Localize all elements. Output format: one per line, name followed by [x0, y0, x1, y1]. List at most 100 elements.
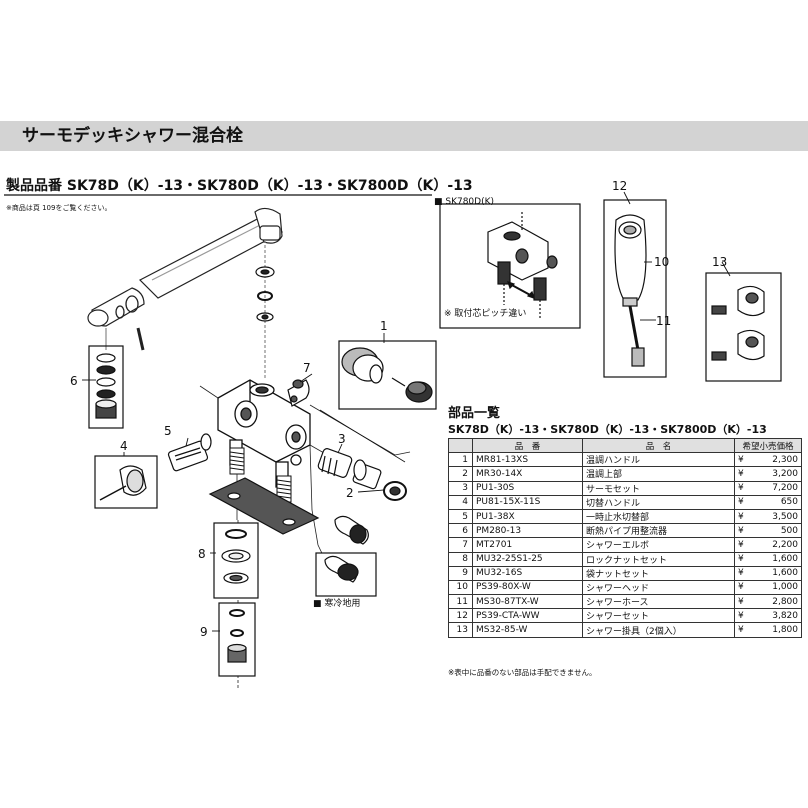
part-6-stack	[88, 328, 124, 429]
currency-symbol: ¥	[738, 454, 744, 465]
part-code: PM280-13	[472, 523, 583, 539]
callout-7: 7	[303, 361, 311, 375]
header-no	[448, 437, 473, 454]
page-banner: サーモデッキシャワー混合栓	[0, 121, 808, 151]
parts-footnote: ※表中に品番のない部品は手配できません。	[448, 668, 597, 677]
currency-symbol: ¥	[738, 525, 744, 536]
currency-symbol: ¥	[738, 625, 744, 636]
part-code: PU1-38X	[472, 508, 583, 525]
price-value: 500	[780, 525, 798, 536]
part-price: ¥3,500	[734, 508, 802, 525]
part-4-handle	[94, 455, 158, 509]
part-price: ¥1,000	[734, 579, 802, 596]
part-8-box	[213, 522, 259, 599]
currency-symbol: ¥	[738, 511, 744, 522]
banner-title: サーモデッキシャワー混合栓	[22, 126, 243, 146]
upper-ring-stack	[255, 240, 275, 380]
part-code: PS39-80X-W	[472, 579, 583, 596]
callout-9: 9	[200, 625, 208, 639]
currency-symbol: ¥	[738, 468, 744, 479]
price-value: 1,600	[772, 568, 798, 579]
price-value: 7,200	[772, 483, 798, 494]
part-1-box	[338, 340, 437, 410]
row-number: 10	[448, 579, 473, 596]
shower-set-box	[603, 199, 667, 378]
header-price: 希望小売価格	[734, 437, 802, 454]
callout-12: 12	[612, 179, 627, 193]
currency-symbol: ¥	[738, 554, 744, 565]
part-name: 袋ナットセット	[582, 565, 735, 581]
callout-2: 2	[346, 486, 354, 500]
parts-list-subtitle: SK78D（K）-13・SK780D（K）-13・SK7800D（K）-13	[448, 423, 767, 436]
part-7-elbow	[287, 379, 310, 407]
header-code: 品 番	[472, 437, 583, 454]
part-name: サーモセット	[582, 480, 735, 496]
currency-symbol: ¥	[738, 582, 744, 593]
hook-box	[705, 272, 782, 382]
part-name: シャワー掛具（2個入）	[582, 622, 735, 638]
currency-symbol: ¥	[738, 596, 744, 607]
callout-1: 1	[380, 319, 388, 333]
callout-8: 8	[198, 547, 206, 561]
price-value: 3,820	[772, 610, 798, 621]
part-5-cartridge	[167, 433, 212, 472]
part-3-thermo-set	[317, 448, 407, 501]
parts-table-header: 品 番 品 名 希望小売価格	[448, 437, 802, 454]
part-code: MU32-25S1-25	[472, 551, 583, 567]
row-number: 5	[448, 508, 473, 525]
cold-region-box	[315, 552, 377, 597]
part-price: ¥3,200	[734, 466, 802, 482]
price-value: 2,800	[772, 596, 798, 607]
part-price: ¥1,600	[734, 551, 802, 567]
row-number: 6	[448, 523, 473, 539]
part-name: シャワーホース	[582, 594, 735, 610]
threaded-posts	[229, 447, 292, 503]
price-value: 650	[780, 497, 798, 508]
part-name: シャワーエルボ	[582, 537, 735, 553]
part-code: MS30-87TX-W	[472, 594, 583, 610]
part-price: ¥2,800	[734, 594, 802, 610]
inset-label: ■ SK780D(K)	[434, 197, 494, 207]
part-name: ロックナットセット	[582, 551, 735, 567]
gasket-plate	[208, 477, 320, 535]
part-price: ¥7,200	[734, 480, 802, 496]
part-name: 断熱パイプ用整流器	[582, 523, 735, 539]
row-number: 3	[448, 480, 473, 496]
part-name: 温調上部	[582, 466, 735, 482]
price-value: 2,200	[772, 539, 798, 550]
part-code: MU32-16S	[472, 565, 583, 581]
parts-list-title: 部品一覧	[448, 406, 501, 421]
row-number: 4	[448, 494, 473, 510]
cold-region-label: ■ 寒冷地用	[313, 597, 360, 609]
currency-symbol: ¥	[738, 539, 744, 550]
price-value: 2,300	[772, 454, 798, 465]
model-label: 製品品番	[6, 178, 62, 194]
price-value: 3,200	[772, 468, 798, 479]
currency-symbol: ¥	[738, 568, 744, 579]
model-note: ※商品は頁 109をご覧ください。	[6, 204, 112, 212]
part-price: ¥2,300	[734, 452, 802, 468]
currency-symbol: ¥	[738, 610, 744, 621]
part-code: PS39-CTA-WW	[472, 608, 583, 624]
price-value: 1,800	[772, 625, 798, 636]
callout-10: 10	[654, 255, 669, 269]
callout-11: 11	[656, 314, 671, 328]
part-code: PU81-15X-11S	[472, 494, 583, 510]
part-price: ¥1,800	[734, 622, 802, 638]
price-value: 1,000	[772, 582, 798, 593]
inset-sk780d-box	[439, 203, 581, 329]
currency-symbol: ¥	[738, 497, 744, 508]
